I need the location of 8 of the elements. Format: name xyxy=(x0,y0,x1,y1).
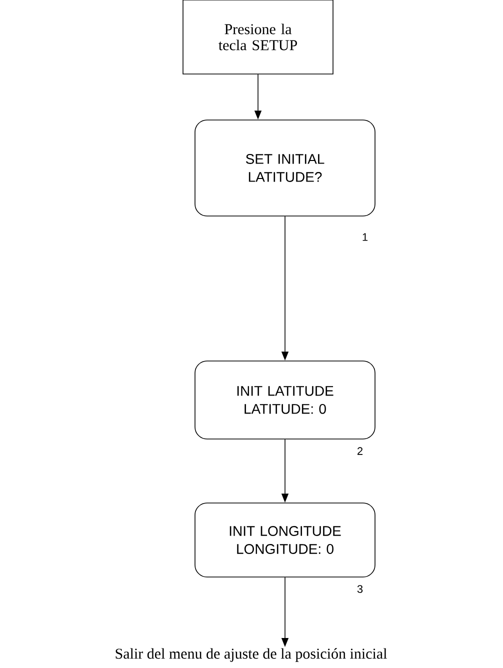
step-number: 3 xyxy=(357,585,363,593)
display-box: INIT LATITUDE LATITUDE: 0 xyxy=(194,360,376,440)
display-box: INIT LONGITUDE LONGITUDE: 0 xyxy=(194,502,376,578)
display-box: SET INITIAL LATITUDE? xyxy=(194,120,376,216)
end-text: Salir del menu de ajuste de la posición inicial xyxy=(116,648,387,662)
step-number: 2 xyxy=(358,447,363,455)
step-number: 1 xyxy=(362,233,368,241)
process-box: Presione la tecla SETUP xyxy=(182,0,334,74)
